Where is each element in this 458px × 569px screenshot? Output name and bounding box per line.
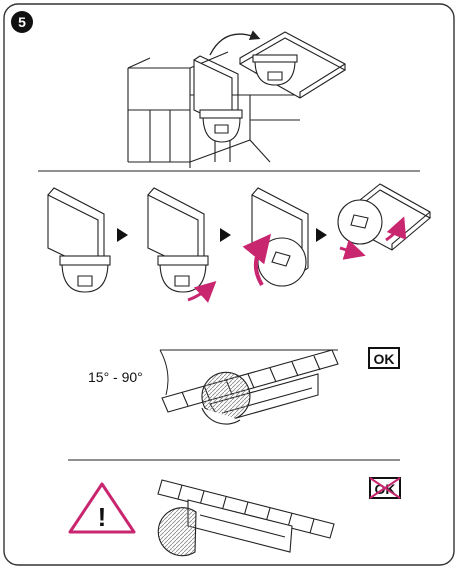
outer-frame — [3, 3, 455, 566]
angle-label: 15° - 90° — [88, 369, 143, 385]
mount-swap-section — [127, 30, 347, 168]
rotation-panel-3 — [242, 187, 309, 287]
ok-badge-label: OK — [374, 351, 395, 367]
wrong-tilt-section: ! OK — [68, 477, 401, 557]
rotation-sequence-section — [47, 183, 431, 303]
tilted-ceiling-wrong — [157, 479, 335, 557]
curved-arrow-icon — [209, 30, 261, 56]
ok-badge-icon: OK — [368, 347, 400, 369]
step-number: 5 — [18, 14, 26, 30]
angle-arc — [159, 349, 169, 396]
warning-glyph: ! — [98, 502, 107, 532]
warning-triangle-icon: ! — [68, 482, 136, 534]
rotation-panel-2 — [147, 187, 217, 303]
correct-tilt-section: 15° - 90° OK — [88, 347, 400, 425]
rotation-panel-4 — [337, 183, 431, 260]
step-arrow-icon — [316, 228, 327, 242]
rotation-panel-1 — [47, 187, 111, 293]
step-number-badge: 5 — [11, 11, 33, 33]
step-arrow-icon — [220, 228, 231, 242]
ok-crossed-badge-icon: OK — [369, 477, 401, 499]
step-arrow-icon — [117, 228, 128, 242]
tilted-ceiling — [161, 349, 339, 425]
